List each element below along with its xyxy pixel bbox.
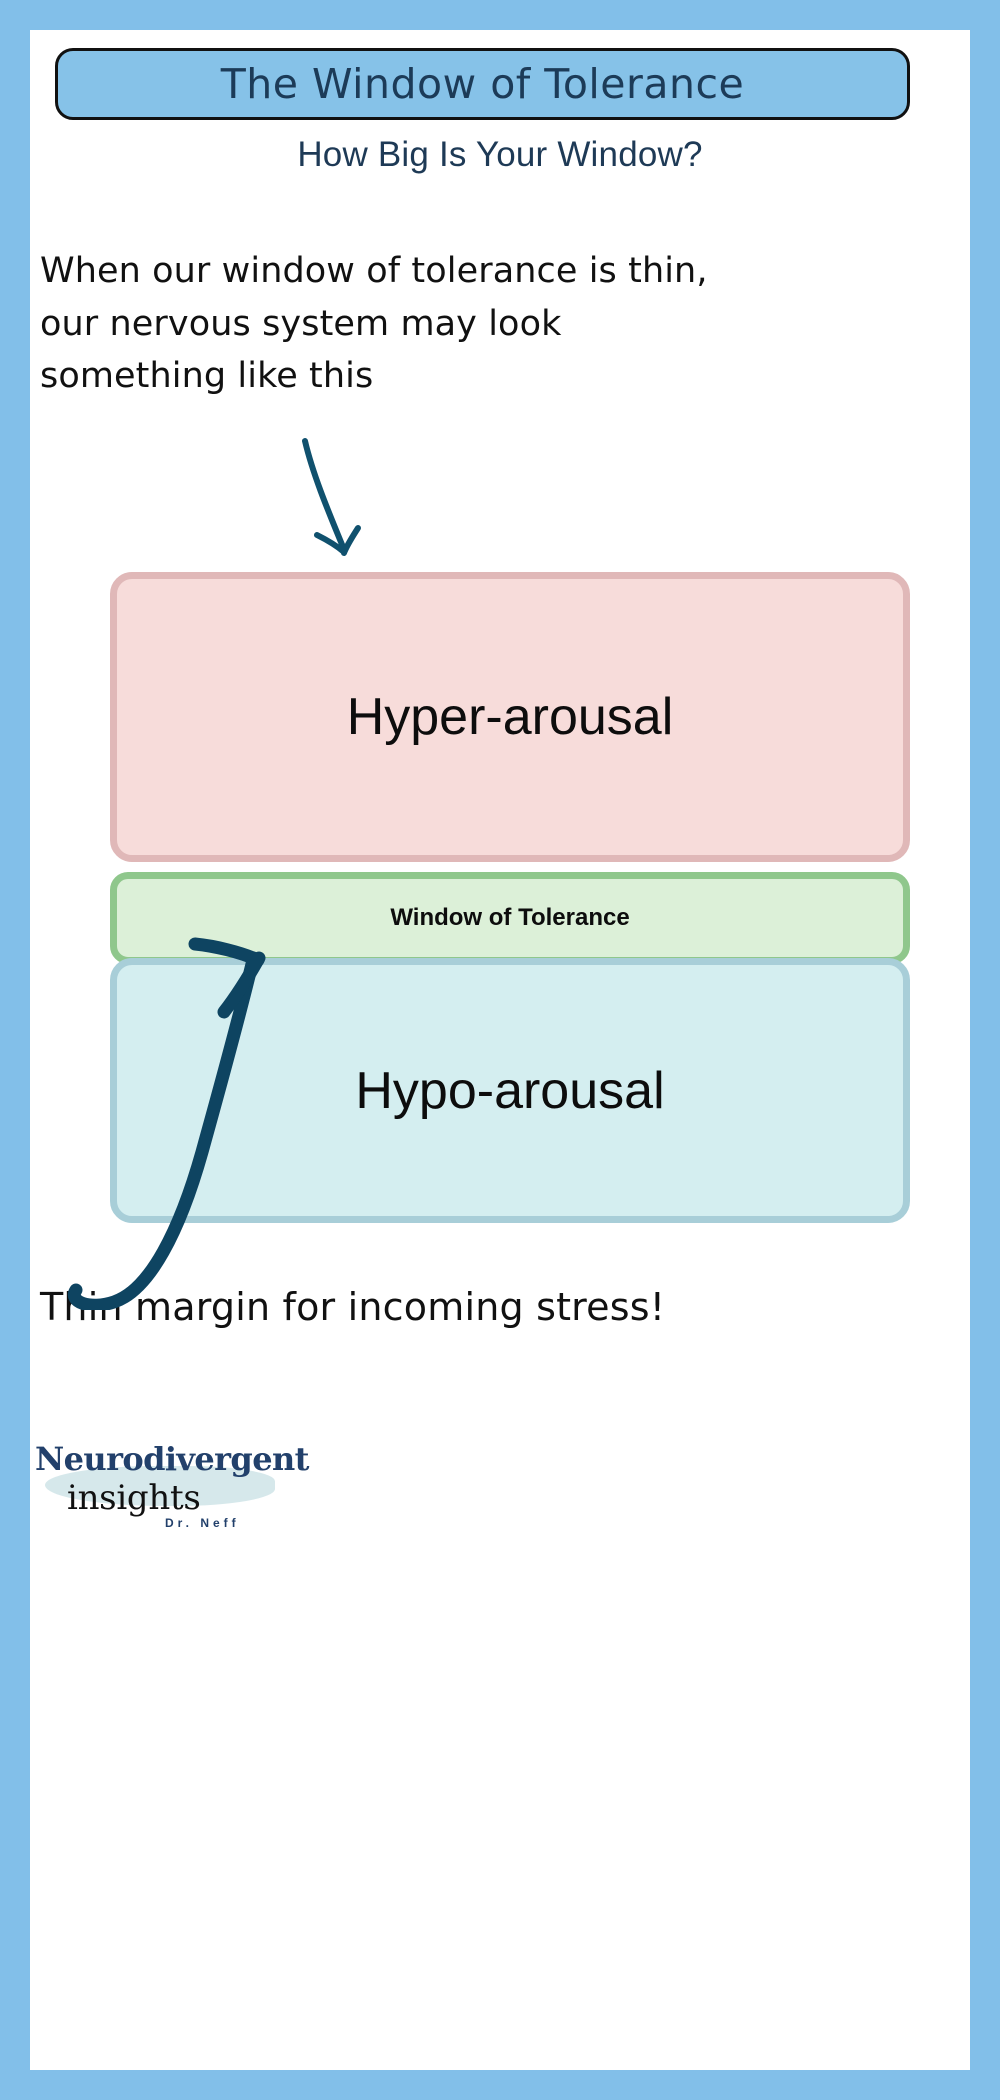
bottom-caption: Thin margin for incoming stress! <box>40 1285 666 1329</box>
band-window-of-tolerance: Window of Tolerance <box>110 872 910 964</box>
logo-line-insights: insights <box>67 1478 201 1518</box>
logo-line-dr-neff: Dr. Neff <box>165 1516 240 1530</box>
logo-brush-stroke <box>45 1466 275 1506</box>
page-title: The Window of Tolerance <box>220 60 745 108</box>
band-hyper-arousal: Hyper-arousal <box>110 572 910 862</box>
band-hyper-arousal-label: Hyper-arousal <box>346 688 674 746</box>
intro-paragraph: When our window of tolerance is thin, ou… <box>40 251 708 396</box>
poster-canvas: The Window of Tolerance How Big Is Your … <box>30 30 970 2070</box>
subtitle: How Big Is Your Window? <box>297 135 703 174</box>
hand-drawn-down-arrow <box>302 438 361 556</box>
band-hypo-arousal-label: Hypo-arousal <box>355 1061 665 1120</box>
brand-logo: Neurodivergent insights Dr. Neff <box>35 1428 335 1543</box>
title-pill: The Window of Tolerance <box>55 48 910 120</box>
band-window-of-tolerance-label: Window of Tolerance <box>390 904 630 931</box>
logo-line-neurodivergent: Neurodivergent <box>35 1440 309 1478</box>
band-hypo-arousal: Hypo-arousal <box>110 958 910 1223</box>
